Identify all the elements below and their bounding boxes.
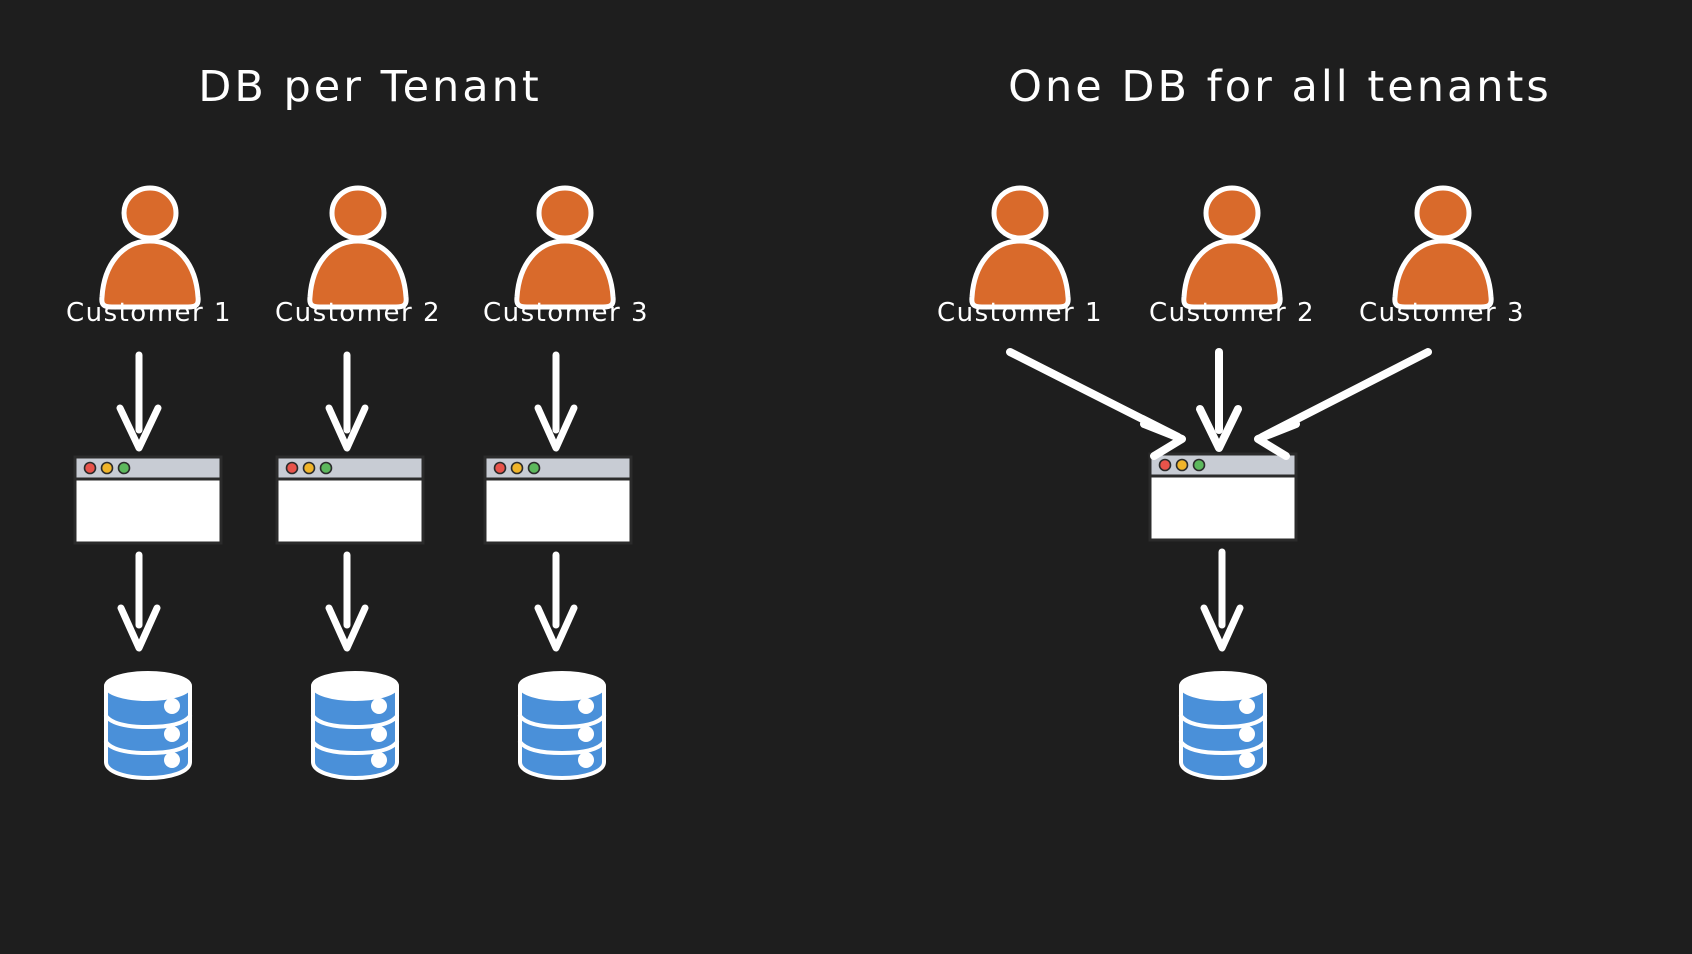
customer-label: Customer 3 bbox=[1358, 298, 1526, 328]
arrow-diagonal-icon bbox=[1254, 348, 1432, 460]
arrow-down-icon bbox=[325, 351, 369, 452]
customer-label: Customer 1 bbox=[936, 298, 1104, 328]
customer-label: Customer 1 bbox=[65, 298, 233, 328]
arrow-down-icon bbox=[116, 351, 162, 452]
browser-window-icon bbox=[275, 455, 425, 545]
arrow-down-icon bbox=[534, 351, 578, 452]
person-icon bbox=[1395, 188, 1491, 307]
arrow-down-icon bbox=[1196, 348, 1242, 452]
customer-label: Customer 2 bbox=[1148, 298, 1316, 328]
database-cylinder-icon bbox=[104, 671, 192, 780]
browser-window-icon bbox=[483, 455, 633, 545]
database-cylinder-icon bbox=[1179, 671, 1267, 780]
person-icon bbox=[310, 188, 406, 307]
person-icon bbox=[517, 188, 613, 307]
arrow-down-icon bbox=[534, 551, 578, 652]
arrow-diagonal-icon bbox=[1006, 348, 1186, 460]
browser-window-icon bbox=[73, 455, 223, 545]
browser-window-icon bbox=[1148, 452, 1298, 542]
person-icon bbox=[102, 188, 198, 307]
panel-title-one-db-all-tenants: One DB for all tenants bbox=[1008, 62, 1552, 112]
database-cylinder-icon bbox=[311, 671, 399, 780]
customer-label: Customer 3 bbox=[482, 298, 650, 328]
arrow-down-icon bbox=[325, 551, 369, 652]
arrow-down-icon bbox=[117, 551, 161, 652]
panel-title-db-per-tenant: DB per Tenant bbox=[198, 62, 542, 112]
customer-label: Customer 2 bbox=[274, 298, 442, 328]
person-icon bbox=[972, 188, 1068, 307]
person-icon bbox=[1184, 188, 1280, 307]
database-cylinder-icon bbox=[518, 671, 606, 780]
arrow-down-icon bbox=[1200, 548, 1244, 652]
